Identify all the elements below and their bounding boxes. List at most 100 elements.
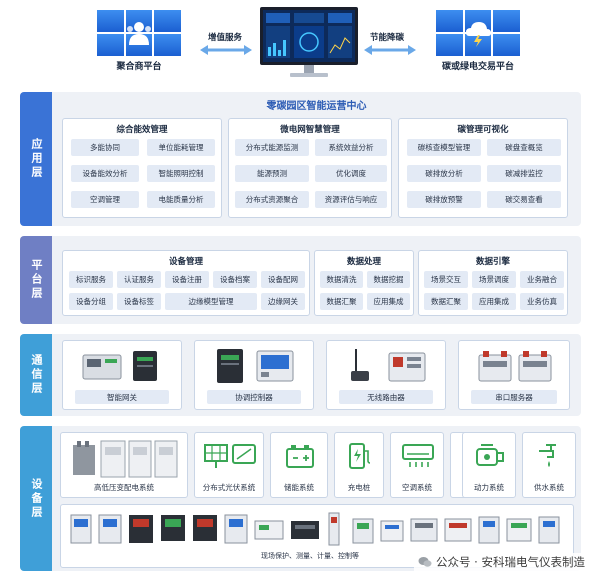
double-arrow-icon-right (364, 45, 416, 55)
pv-system-card[interactable]: 分布式光伏系统 (194, 432, 264, 498)
device-layer-tab-label: 设备层 (30, 477, 43, 520)
platform-item[interactable]: 设备标签 (117, 293, 161, 310)
motor-icon (476, 444, 504, 466)
wireless-router-card[interactable]: 无线路由器 (326, 340, 446, 410)
app-item[interactable]: 碳排放分析 (407, 165, 481, 182)
platform-item[interactable]: 数据挖掘 (367, 271, 410, 288)
coordination-controller-card[interactable]: 协调控制器 (194, 340, 314, 410)
water-system-label: 供水系统 (534, 483, 564, 492)
storage-system-label: 储能系统 (284, 483, 314, 492)
charging-pile-icon (349, 443, 371, 469)
switchgear-icon (73, 440, 178, 478)
hvac-system-card[interactable]: 空调系统 (390, 432, 444, 498)
energy-efficiency-group: 综合能效管理 多能协同 单位能耗管理 设备能效分析 智能照明控制 空调管理 电能… (62, 118, 222, 218)
platform-layer: 平台层 设备管理 标识服务 认证服务 设备注册 设备档案 设备配网 设备分组 设… (20, 236, 581, 324)
platform-item[interactable]: 数据汇聚 (424, 293, 468, 310)
monitor-dashboard-icon (260, 7, 358, 77)
platform-item[interactable]: 场景交互 (424, 271, 468, 288)
app-item[interactable]: 碳盘查概览 (487, 139, 561, 156)
carbon-trading-platform: 碳或绿电交易平台 (428, 10, 528, 72)
aggregator-platform: 聚合商平台 (96, 10, 182, 72)
field-instruments-icon (70, 512, 560, 546)
app-item[interactable]: 能源预测 (235, 165, 309, 182)
microgrid-group: 微电网智慧管理 分布式能源监测 系统效益分析 能源预测 优化调度 分布式资源聚合… (228, 118, 392, 218)
platform-item[interactable]: 场景调度 (472, 271, 516, 288)
platform-item[interactable]: 设备档案 (213, 271, 257, 288)
app-item[interactable]: 电能质量分析 (147, 191, 215, 208)
watermark: 公众号 · 安科瑞电气仪表制造 (414, 553, 589, 571)
app-item[interactable]: 分布式资源聚合 (235, 191, 309, 208)
hvac-system-label: 空调系统 (402, 483, 432, 492)
app-item[interactable]: 空调管理 (71, 191, 139, 208)
wireless-router-label: 无线路由器 (339, 390, 433, 404)
air-conditioner-icon (402, 444, 434, 467)
platform-item[interactable]: 应用集成 (367, 293, 410, 310)
app-item[interactable]: 分布式能源监测 (235, 139, 309, 156)
pv-system-label: 分布式光伏系统 (202, 483, 256, 492)
battery-icon (286, 445, 314, 468)
platform-item[interactable]: 认证服务 (117, 271, 161, 288)
smart-gateway-icon (82, 351, 157, 381)
platform-item[interactable]: 业务仿真 (520, 293, 564, 310)
platform-item[interactable]: 设备配网 (261, 271, 305, 288)
app-item[interactable]: 碳核查模型管理 (407, 139, 481, 156)
platform-item[interactable]: 设备分组 (69, 293, 113, 310)
app-item[interactable]: 资源评估与响应 (315, 191, 387, 208)
hv-lv-distribution-card[interactable]: 高低压变配电系统 (60, 432, 188, 498)
microgrid-title: 微电网智慧管理 (280, 125, 340, 135)
app-item[interactable]: 智能照明控制 (147, 165, 215, 182)
app-item[interactable]: 碳减排监控 (487, 165, 561, 182)
energy-carbon-saving-label: 节能降碳 (370, 33, 405, 43)
platform-item[interactable]: 标识服务 (69, 271, 113, 288)
platform-item[interactable]: 应用集成 (472, 293, 516, 310)
platform-item[interactable]: 设备注册 (165, 271, 209, 288)
platform-item[interactable]: 边缘网关 (261, 293, 305, 310)
app-item[interactable]: 碳排放预警 (407, 191, 481, 208)
communication-layer-tab-label: 通信层 (30, 354, 43, 396)
smart-gateway-card[interactable]: 智能网关 (62, 340, 182, 410)
carbon-management-group: 碳管理可视化 碳核查模型管理 碳盘查概览 碳排放分析 碳减排监控 碳排放预警 碳… (398, 118, 568, 218)
platform-item[interactable]: 业务融合 (520, 271, 564, 288)
app-item[interactable]: 多能协同 (71, 139, 139, 156)
aggregator-platform-label: 聚合商平台 (116, 62, 162, 72)
video-wall-icon (97, 10, 181, 56)
communication-layer-body: 智能网关 协调控制器 无线路由器 (52, 334, 581, 416)
top-platforms: 聚合商平台 增值服务 节能降碳 碳或绿电交易平台 (0, 0, 603, 88)
communication-layer: 通信层 智能网关 协调控制器 (20, 334, 581, 416)
device-management-title: 设备管理 (168, 257, 203, 267)
app-item[interactable]: 单位能耗管理 (147, 139, 215, 156)
charging-pile-label: 充电桩 (347, 483, 371, 492)
serial-server-card[interactable]: 串口服务器 (458, 340, 570, 410)
serial-server-label: 串口服务器 (471, 390, 557, 404)
app-item[interactable]: 系统效益分析 (315, 139, 387, 156)
field-devices-footnote: 现场保护、测量、计量、控制等 (261, 552, 359, 560)
video-wall-icon-right (436, 10, 520, 56)
coordination-controller-label: 协调控制器 (207, 390, 301, 404)
hv-lv-distribution-label: 高低压变配电系统 (94, 483, 154, 492)
application-layer-tab-label: 应用层 (30, 138, 43, 180)
device-management-group: 设备管理 标识服务 认证服务 设备注册 设备档案 设备配网 设备分组 设备标签 … (62, 250, 310, 316)
platform-layer-body: 设备管理 标识服务 认证服务 设备注册 设备档案 设备配网 设备分组 设备标签 … (52, 236, 581, 324)
communication-layer-tab: 通信层 (20, 334, 52, 416)
storage-system-card[interactable]: 储能系统 (270, 432, 328, 498)
app-item[interactable]: 优化调度 (315, 165, 387, 182)
solar-panel-icon (204, 444, 256, 468)
platform-item[interactable]: 边缘模型管理 (165, 293, 257, 310)
serial-server-icon (478, 351, 552, 382)
watermark-text: 公众号 · 安科瑞电气仪表制造 (436, 555, 585, 569)
platform-item[interactable]: 数据清洗 (320, 271, 363, 288)
value-added-service-label: 增值服务 (208, 33, 243, 43)
application-layer: 应用层 零碳园区智能运营中心 综合能效管理 多能协同 单位能耗管理 设备能效分析… (20, 92, 581, 226)
data-engine-title: 数据引擎 (475, 257, 510, 267)
platform-item[interactable]: 数据汇聚 (320, 293, 363, 310)
application-layer-body: 零碳园区智能运营中心 综合能效管理 多能协同 单位能耗管理 设备能效分析 智能照… (52, 92, 581, 226)
double-arrow-icon (200, 45, 252, 55)
cloud-bolt-icon (466, 22, 491, 47)
power-system-card[interactable]: 动力系统 (462, 432, 516, 498)
device-layer-tab: 设备层 (20, 426, 52, 571)
app-item[interactable]: 碳交易查看 (487, 191, 561, 208)
charging-pile-card[interactable]: 充电桩 (334, 432, 384, 498)
energy-efficiency-title: 综合能效管理 (116, 125, 168, 135)
water-system-card[interactable]: 供水系统 (522, 432, 576, 498)
app-item[interactable]: 设备能效分析 (71, 165, 139, 182)
